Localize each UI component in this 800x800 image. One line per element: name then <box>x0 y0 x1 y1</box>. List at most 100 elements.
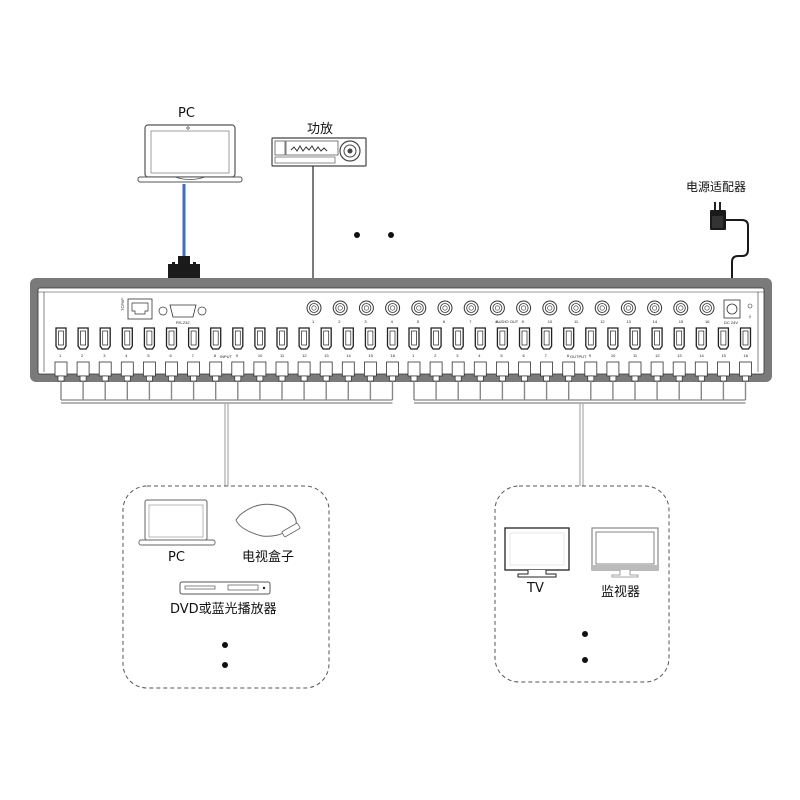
hdmi-port-number: 11 <box>280 353 285 358</box>
audio-out-port[interactable] <box>358 300 374 316</box>
hdmi-input-port[interactable] <box>143 327 156 350</box>
hdmi-port-number: 5 <box>500 353 503 358</box>
dc-label: DC 24V <box>724 320 738 325</box>
hdmi-output-port[interactable] <box>651 327 663 350</box>
hdmi-output-port[interactable] <box>673 327 685 350</box>
hdmi-cable <box>187 361 201 400</box>
audio-out-port[interactable] <box>620 300 636 316</box>
hdmi-port-number: 13 <box>677 353 682 358</box>
audio-port-number: 13 <box>626 319 631 324</box>
hdmi-cable <box>518 361 531 400</box>
audio-out-port[interactable] <box>699 300 715 316</box>
hdmi-port-number: 8 <box>214 353 217 358</box>
hdmi-output-port[interactable] <box>585 327 597 350</box>
hdmi-port-number: 16 <box>391 353 396 358</box>
hdmi-output-port[interactable] <box>496 327 509 350</box>
hdmi-cable <box>407 361 421 400</box>
hdmi-port-number: 15 <box>721 353 726 358</box>
audio-out-port[interactable] <box>437 300 453 316</box>
hdmi-input-port[interactable] <box>55 327 67 350</box>
audio-out-port[interactable] <box>594 300 610 316</box>
audio-port-number: 11 <box>574 319 579 324</box>
hdmi-input-port[interactable] <box>210 327 222 350</box>
hdmi-cable <box>76 361 90 400</box>
hdmi-cable <box>451 361 465 400</box>
hdmi-cable <box>628 361 642 400</box>
hdmi-input-port[interactable] <box>232 327 244 350</box>
hdmi-cable <box>495 361 509 400</box>
hdmi-output-port[interactable] <box>540 327 553 350</box>
audio-out-port[interactable] <box>568 300 584 316</box>
hdmi-input-port[interactable] <box>320 327 332 350</box>
ground-screw <box>747 303 753 309</box>
hdmi-input-port[interactable] <box>298 327 310 350</box>
hdmi-port-number: 8 <box>567 353 570 358</box>
hdmi-output-port[interactable] <box>607 327 619 350</box>
hdmi-cable <box>717 361 730 400</box>
hdmi-cable <box>142 361 156 400</box>
hdmi-port-number: 1 <box>412 353 415 358</box>
hdmi-input-port[interactable] <box>276 327 288 350</box>
audio-out-port[interactable] <box>673 300 689 316</box>
hdmi-output-port[interactable] <box>717 327 730 350</box>
audio-out-port[interactable] <box>542 300 558 316</box>
hdmi-port-number: 12 <box>302 353 307 358</box>
audio-out-port[interactable] <box>385 300 401 316</box>
tcpip-port[interactable] <box>127 298 153 320</box>
hdmi-port-number: 4 <box>125 353 128 358</box>
rs232-port[interactable] <box>158 304 207 318</box>
audio-out-port[interactable] <box>411 300 427 316</box>
hdmi-output-port[interactable] <box>563 327 575 350</box>
hdmi-port-number: 14 <box>699 353 704 358</box>
hdmi-port-number: 9 <box>236 353 239 358</box>
power-cable <box>726 219 749 292</box>
hdmi-input-port[interactable] <box>386 327 399 350</box>
hdmi-output-port[interactable] <box>739 327 752 350</box>
hdmi-input-port[interactable] <box>121 327 133 350</box>
hdmi-cable <box>165 361 178 400</box>
hdmi-input-port[interactable] <box>254 327 266 350</box>
audio-port-number: 12 <box>600 319 605 324</box>
hdmi-port-number: 7 <box>192 353 195 358</box>
hdmi-cable <box>54 361 68 400</box>
audio-out-port[interactable] <box>647 300 663 316</box>
audio-out-port[interactable] <box>516 300 532 316</box>
hdmi-input-port[interactable] <box>99 327 111 350</box>
audio-port-number: 7 <box>469 319 472 324</box>
hdmi-output-port[interactable] <box>474 327 486 350</box>
dc-power-port[interactable] <box>723 299 741 319</box>
more-dot <box>354 232 360 238</box>
hdmi-input-port[interactable] <box>342 327 354 350</box>
hdmi-port-number: 6 <box>170 353 173 358</box>
hdmi-port-number: 12 <box>655 353 660 358</box>
hdmi-cable <box>253 361 267 400</box>
more-dot <box>222 662 228 668</box>
hdmi-cable <box>606 361 620 400</box>
hdmi-cable <box>672 361 686 400</box>
hdmi-output-port[interactable] <box>695 327 707 350</box>
hdmi-output-port[interactable] <box>452 327 464 350</box>
hdmi-input-port[interactable] <box>187 327 200 350</box>
hdmi-cable <box>540 361 553 400</box>
hdmi-input-port[interactable] <box>165 327 178 350</box>
audio-out-port[interactable] <box>489 300 505 316</box>
hdmi-port-number: 3 <box>456 353 459 358</box>
hdmi-cable <box>319 361 333 400</box>
hdmi-cable <box>386 361 399 400</box>
audio-out-port[interactable] <box>332 300 348 316</box>
monitor-label: 监视器 <box>601 585 641 600</box>
hdmi-output-port[interactable] <box>408 327 420 350</box>
power-adapter-label: 电源适配器 <box>686 180 747 194</box>
audio-out-port[interactable] <box>463 300 479 316</box>
power-adapter-icon <box>710 202 726 230</box>
hdmi-cable <box>584 361 598 400</box>
hdmi-input-port[interactable] <box>77 327 89 350</box>
hdmi-input-port[interactable] <box>364 327 377 350</box>
hdmi-cable <box>429 361 443 400</box>
hdmi-output-port[interactable] <box>629 327 641 350</box>
audio-port-number: 1 <box>312 319 315 324</box>
hdmi-output-port[interactable] <box>518 327 531 350</box>
audio-out-port[interactable] <box>306 300 322 316</box>
hdmi-output-port[interactable] <box>430 327 442 350</box>
